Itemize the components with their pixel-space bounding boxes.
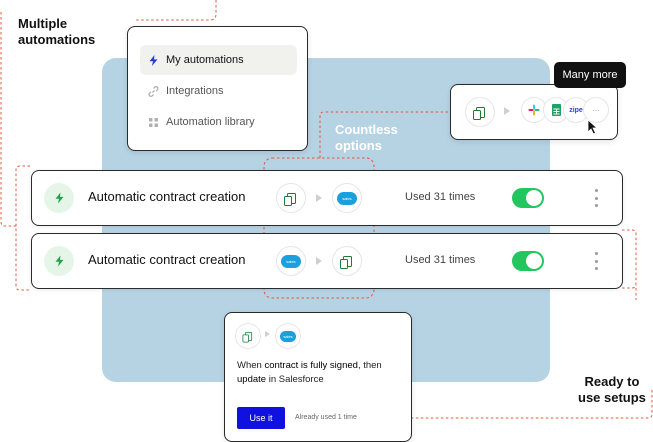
annotation-text: options [335, 138, 382, 153]
template-description: When contract is fully signed, then upda… [237, 359, 403, 387]
arrow-right-icon [316, 194, 322, 202]
use-it-button[interactable]: Use it [237, 407, 285, 429]
integrations-strip: zipe ··· [450, 84, 618, 140]
automation-toggle[interactable] [512, 251, 544, 271]
template-text: When [237, 360, 265, 371]
more-integrations-icon[interactable]: ··· [583, 97, 609, 123]
lightning-icon [44, 246, 74, 276]
navigation-menu: My automations Integrations Automation l… [127, 26, 308, 151]
usage-count: Used 31 times [405, 254, 476, 266]
menu-item-label: My automations [166, 54, 244, 66]
document-icon [235, 323, 261, 349]
annotation-text: use setups [578, 390, 646, 405]
annotation-countless-options: Countless options [335, 122, 398, 154]
template-text: in Salesforce [266, 374, 324, 385]
kebab-menu-icon[interactable] [592, 252, 600, 270]
toggle-knob [526, 190, 542, 206]
salesforce-icon: sales [332, 183, 362, 213]
automation-row[interactable]: Automatic contract creation sales Used 3… [31, 170, 623, 226]
kebab-menu-icon[interactable] [592, 189, 600, 207]
arrow-right-icon [504, 107, 510, 115]
automation-row[interactable]: Automatic contract creation sales Used 3… [31, 233, 623, 289]
template-action: update [237, 374, 267, 385]
document-icon [332, 246, 362, 276]
document-icon [276, 183, 306, 213]
template-card[interactable]: sales When contract is fully signed, the… [224, 312, 412, 442]
document-icon[interactable] [465, 97, 495, 127]
arrow-right-icon [265, 331, 270, 337]
arrow-right-icon [316, 257, 322, 265]
lightning-icon [44, 183, 74, 213]
slack-icon[interactable] [521, 97, 547, 123]
template-text: , then [357, 360, 382, 371]
usage-count: Used 31 times [405, 191, 476, 203]
annotation-text: Multiple [18, 16, 68, 31]
grid-icon [140, 117, 166, 127]
link-icon [140, 85, 166, 97]
usage-note: Already used 1 time [295, 414, 357, 421]
annotation-multiple-automations: Multiple automations [18, 16, 95, 48]
annotation-text: Ready to [584, 374, 640, 389]
menu-item-my-automations[interactable]: My automations [140, 45, 297, 75]
automation-toggle[interactable] [512, 188, 544, 208]
annotation-ready-setups: Ready to use setups [578, 374, 646, 406]
annotation-text: Countless [335, 122, 398, 137]
tooltip-many-more: Many more [554, 62, 626, 88]
menu-item-label: Integrations [166, 85, 224, 97]
template-condition: contract is fully signed [264, 360, 358, 371]
salesforce-icon: sales [276, 246, 306, 276]
automation-title: Automatic contract creation [88, 189, 246, 204]
annotation-text: automations [18, 32, 96, 47]
menu-item-automation-library[interactable]: Automation library [140, 107, 297, 137]
cursor-icon [587, 119, 599, 135]
menu-item-integrations[interactable]: Integrations [140, 76, 297, 106]
menu-item-label: Automation library [166, 116, 255, 128]
salesforce-icon: sales [275, 323, 301, 349]
toggle-knob [526, 253, 542, 269]
lightning-icon [140, 54, 166, 66]
automation-title: Automatic contract creation [88, 252, 246, 267]
